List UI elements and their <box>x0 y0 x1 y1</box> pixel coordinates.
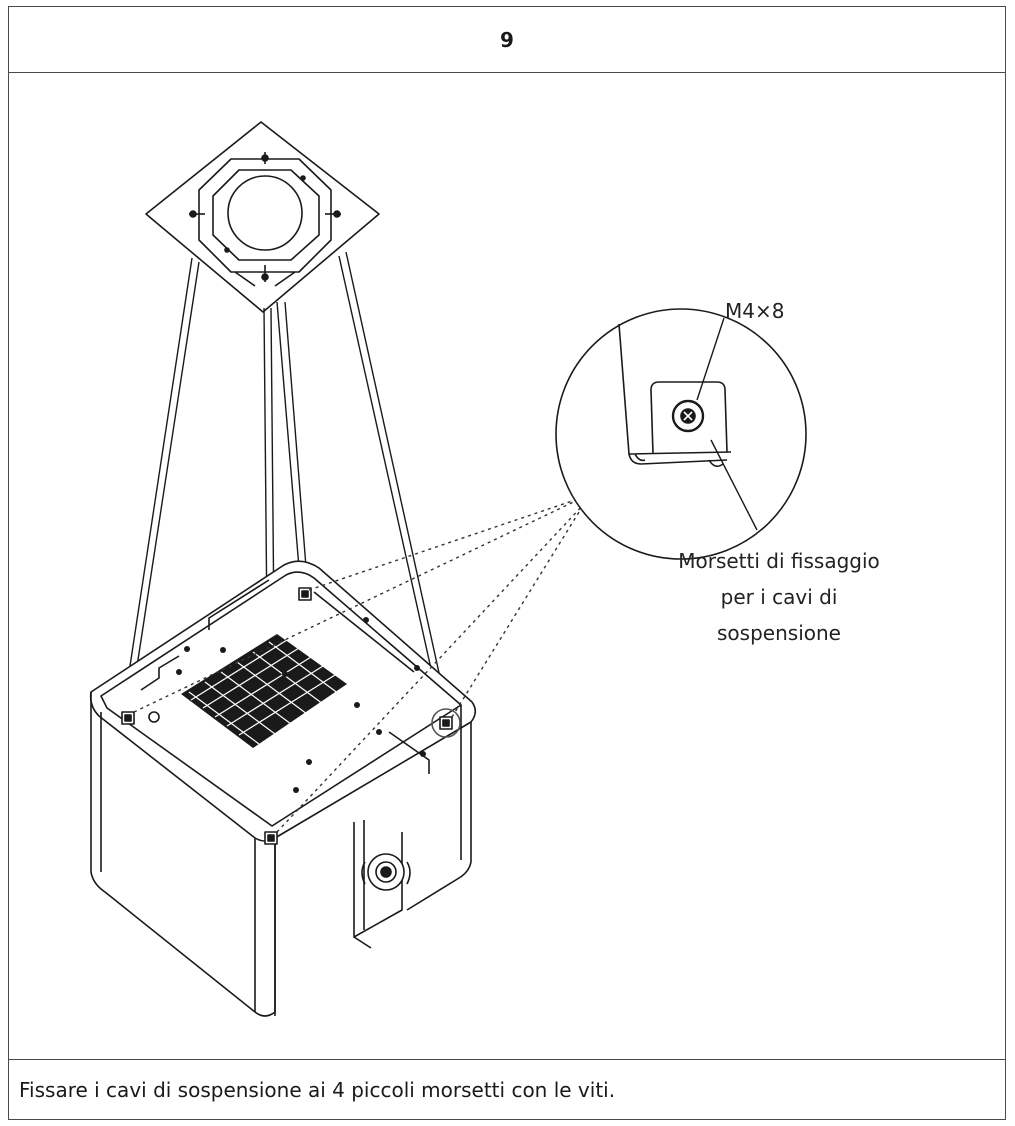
assembly-figure: M4×8 Morsetti di fissaggio per i cavi di… <box>9 72 1005 1058</box>
clamp-detail-icon <box>555 308 807 560</box>
step-number: 9 <box>500 27 514 52</box>
assembly-illustration: M4×8 Morsetti di fissaggio per i cavi di… <box>89 121 880 1017</box>
clamp-label-line-1: Morsetti di fissaggio <box>678 549 880 573</box>
clamp-label-line-3: sospensione <box>717 621 841 645</box>
clamp-marker <box>121 587 461 845</box>
leader-lines <box>133 496 585 833</box>
caption-row: Fissare i cavi di sospensione ai 4 picco… <box>9 1059 1005 1119</box>
instruction-sheet: 9 <box>8 6 1006 1120</box>
clamp-label-line-2: per i cavi di <box>721 585 838 609</box>
step-header: 9 <box>9 7 1005 73</box>
filter-grille-icon <box>181 634 347 748</box>
ceiling-plate-icon <box>145 121 380 313</box>
screw-icon <box>671 399 705 433</box>
step-caption: Fissare i cavi di sospensione ai 4 picco… <box>19 1077 616 1102</box>
hood-body-icon <box>89 560 477 1017</box>
screw-size-label: M4×8 <box>725 299 784 323</box>
